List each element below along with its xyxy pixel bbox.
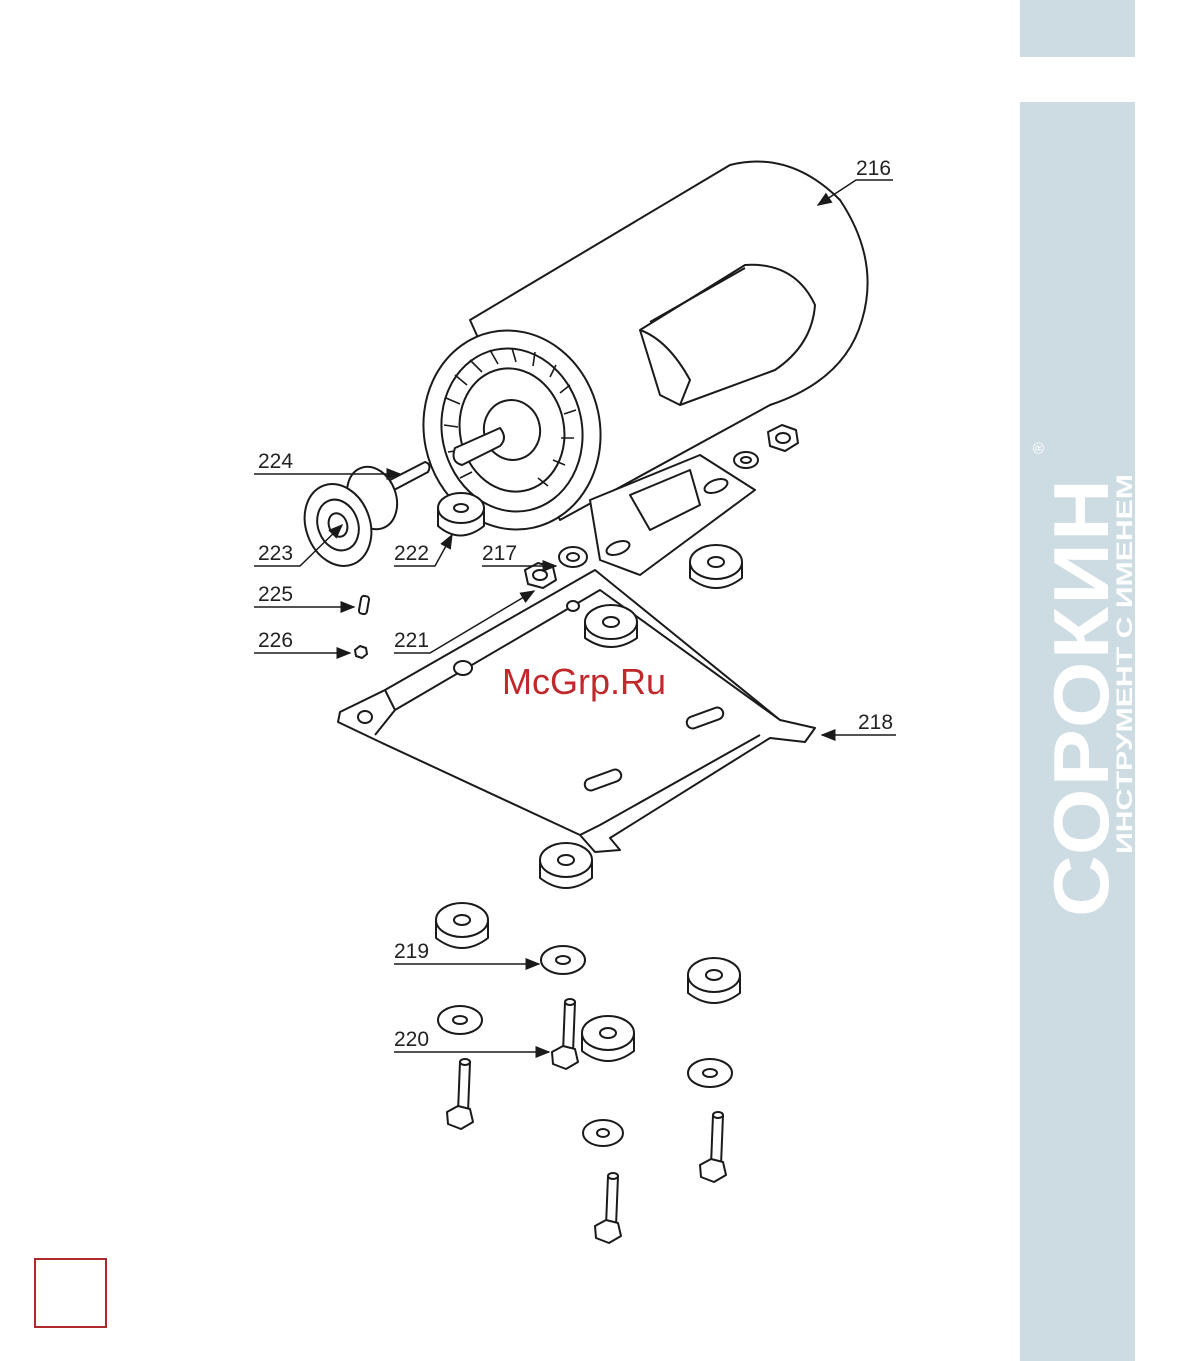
- washer-bottom: [583, 1120, 623, 1146]
- callout-218: 218: [858, 711, 893, 734]
- callout-224: 224: [258, 450, 293, 473]
- cushion-219: [436, 903, 488, 948]
- callout-220: 220: [394, 1028, 429, 1051]
- callout-219: 219: [394, 940, 429, 963]
- bolt-220: [552, 999, 578, 1069]
- callout-222: 222: [394, 542, 429, 565]
- nut-rear: [768, 425, 798, 451]
- brand-tagline: ИНСТРУМЕНТ С ИМЕНЕМ: [1112, 474, 1135, 854]
- base-plate-218: [338, 570, 815, 852]
- callout-223: 223: [258, 542, 293, 565]
- washer-left: [438, 1006, 482, 1034]
- key-224: [389, 462, 430, 490]
- side-tab-top: [1020, 0, 1135, 57]
- exploded-parts-diagram: 216 224 223 222 217 225 226 221 218 219 …: [0, 0, 1010, 1361]
- callout-221: 221: [394, 629, 429, 652]
- cushion-mid: [582, 1016, 634, 1061]
- bolt-right: [700, 1112, 726, 1182]
- registered-mark: ®: [1031, 442, 1048, 454]
- brand-logo: СОРОКИН ИНСТРУМЕНТ С ИМЕНЕМ ®: [1020, 102, 1135, 1361]
- nut-226: [355, 646, 367, 658]
- callout-225: 225: [258, 583, 293, 606]
- callout-226: 226: [258, 629, 293, 652]
- washer-219: [541, 946, 585, 974]
- washer-right: [688, 1059, 732, 1087]
- bolt-left: [447, 1059, 473, 1129]
- cushion-right: [688, 958, 740, 1003]
- pulley-223: [294, 460, 406, 576]
- cushion-rear: [690, 545, 742, 588]
- pin-225: [358, 595, 369, 614]
- cushion-front: [540, 843, 592, 888]
- callout-216: 216: [856, 157, 891, 180]
- watermark: McGrp.Ru: [502, 661, 666, 702]
- cushion-222: [438, 493, 484, 536]
- cushion-plate: [585, 605, 637, 647]
- bolt-bottom: [595, 1173, 621, 1243]
- callout-217: 217: [482, 542, 517, 565]
